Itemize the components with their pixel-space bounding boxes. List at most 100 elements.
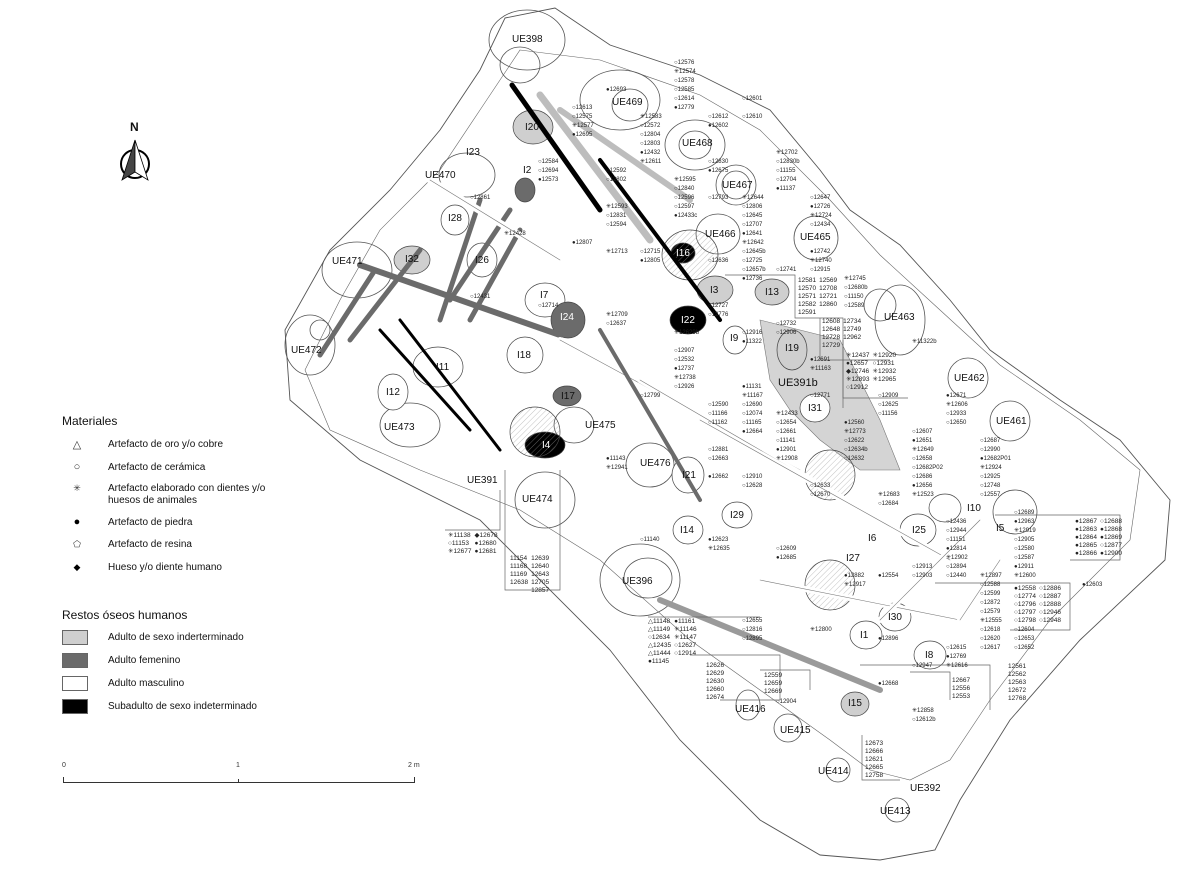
individual-label: I11 [436, 362, 450, 373]
find-id: 12632 [847, 456, 865, 462]
find-id: 12857 [531, 587, 550, 594]
find-id: 12571 [798, 293, 817, 300]
find-id: 12799 [643, 393, 661, 399]
filled-circle-icon: ● [1014, 519, 1018, 525]
find-id: 12629b [679, 330, 700, 336]
ue-label: UE471 [332, 256, 363, 267]
find-id: ●11161 [674, 618, 696, 625]
find-point: ○12615 [946, 645, 966, 652]
find-point: ✳12709 [606, 312, 628, 319]
find-id: △11444 [648, 650, 671, 657]
find-id: 12583 [645, 114, 662, 120]
find-id: 12691 [813, 357, 831, 363]
find-point: ○12933 [946, 411, 966, 418]
filled-circle-icon: ● [742, 339, 746, 345]
find-id: ◆12678 [474, 532, 498, 539]
filled-circle-icon: ● [776, 555, 780, 561]
circle-outline-icon: ○ [708, 303, 712, 309]
annotation-box-d: ●12867○12688 ●12863●12868 ●12864●12869 ●… [1075, 518, 1122, 558]
find-id: 12612b [915, 717, 936, 723]
find-id: 12563 [1008, 679, 1027, 686]
filled-circle-icon: ● [674, 213, 678, 219]
find-id: 12804 [643, 132, 661, 138]
find-point: ●12963 [1014, 519, 1034, 526]
find-id: 12925 [983, 474, 1001, 480]
find-id: 12658 [915, 456, 933, 462]
find-point: ○12725 [742, 258, 762, 265]
find-id: 11141 [779, 438, 796, 444]
individual-label: I8 [925, 650, 934, 661]
asterisk-icon: ✳ [844, 276, 850, 282]
find-point: ●12602 [708, 123, 728, 130]
find-point: ●12769 [946, 654, 966, 661]
circle-outline-icon: ○ [742, 213, 746, 219]
find-id: 12861 [473, 195, 491, 201]
find-point: ●12656 [912, 483, 932, 490]
find-point: ✳12858 [912, 708, 934, 715]
find-id: ○12948 [1039, 617, 1062, 624]
find-point: ●12693 [606, 87, 626, 94]
individual-label: I7 [540, 290, 549, 301]
filled-circle-icon: ● [742, 276, 746, 282]
circle-outline-icon: ○ [742, 96, 746, 102]
asterisk-icon: ✳ [946, 402, 952, 408]
ue-label: UE467 [722, 180, 753, 191]
find-point: ○12907 [674, 348, 694, 355]
find-id: 12690 [745, 402, 763, 408]
find-id: 12897 [985, 573, 1002, 579]
filled-circle-icon: ● [708, 537, 712, 543]
circle-outline-icon: ○ [742, 402, 746, 408]
find-id: 12909 [881, 393, 899, 399]
find-id: 12695 [575, 132, 593, 138]
scale-line [63, 782, 415, 783]
asterisk-icon: ✳ [878, 492, 884, 498]
find-point: ●12882 [844, 573, 864, 580]
circle-outline-icon: ○ [742, 618, 746, 624]
circle-outline-icon: ○ [878, 501, 882, 507]
triangle-icon: △ [72, 439, 82, 451]
filled-circle-icon: ● [776, 186, 780, 192]
find-id: 12654 [779, 420, 797, 426]
find-point: ○12588 [980, 582, 1000, 589]
asterisk-icon: ✳ [742, 240, 748, 246]
find-id: 12768 [1008, 695, 1027, 702]
legend-label: Artefacto de piedra [108, 516, 193, 528]
circle-outline-icon: ○ [912, 474, 916, 480]
find-point: ○12613 [572, 105, 592, 112]
circle-outline-icon: ○ [776, 699, 780, 705]
asterisk-icon: ✳ [946, 555, 952, 561]
find-point: ○12872 [980, 600, 1000, 607]
find-point: ○12607 [912, 429, 932, 436]
find-id: ○12798 [1014, 617, 1037, 624]
individual-label: I28 [448, 213, 462, 224]
circle-outline-icon: ○ [708, 456, 712, 462]
find-id: 12705 [531, 579, 550, 586]
find-id: ✳12677 [448, 548, 472, 555]
find-id: 12684 [881, 501, 899, 507]
individual-label: I4 [542, 440, 551, 451]
individual-label: I2 [523, 165, 532, 176]
find-id: ✳11138 [448, 532, 471, 539]
find-id: 12616 [951, 663, 968, 669]
find-id: 12904 [779, 699, 797, 705]
ue-label: UE392 [910, 783, 941, 794]
find-point: ●12682P01 [980, 456, 1011, 463]
find-id: 12532 [677, 357, 695, 363]
find-id: 12660 [706, 686, 725, 693]
find-point: ●12603 [1082, 582, 1102, 589]
find-id: 12686 [915, 474, 933, 480]
circle-outline-icon: ○ [946, 564, 950, 570]
asterisk-icon: ✳ [776, 411, 782, 417]
filled-circle-icon: ● [572, 132, 576, 138]
find-id: 12622 [847, 438, 865, 444]
find-point: ○12592 [606, 168, 626, 175]
individual-label: I10 [967, 503, 981, 514]
find-point: ✳12745 [844, 276, 866, 283]
individual-label: I6 [868, 533, 877, 544]
find-point: ○12614 [674, 96, 694, 103]
find-id: 12674 [706, 694, 725, 701]
find-id: 12758 [865, 772, 884, 779]
find-point: ○12628 [742, 483, 762, 490]
